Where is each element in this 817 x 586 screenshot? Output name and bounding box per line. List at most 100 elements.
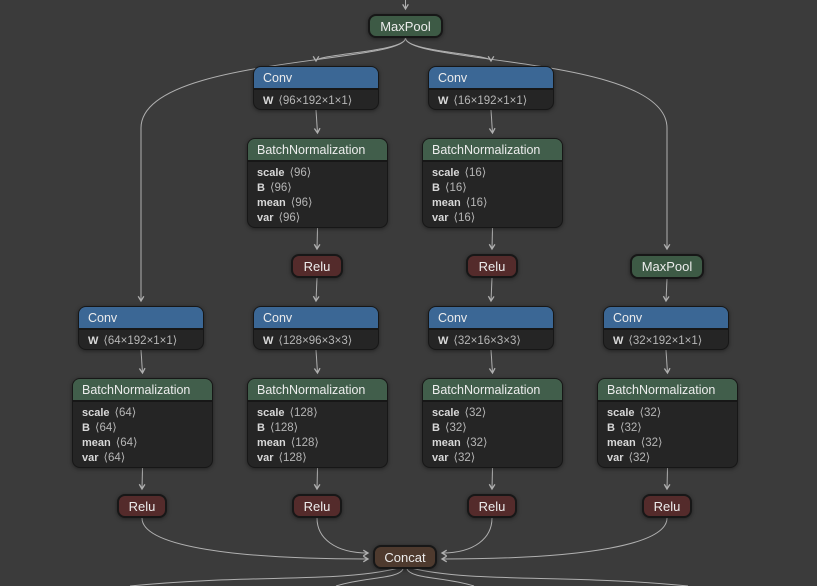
node-relu-16[interactable]: Relu xyxy=(466,254,518,278)
param-value: ⟨128⟩ xyxy=(289,407,318,419)
batchnorm-header[interactable]: BatchNormalization xyxy=(248,139,387,162)
conv-header[interactable]: Conv xyxy=(604,307,728,330)
node-title: BatchNormalization xyxy=(82,382,191,397)
edge xyxy=(316,517,370,557)
node-title: MaxPool xyxy=(380,18,431,34)
param-name: B xyxy=(257,182,265,194)
param-value: ⟨32×192×1×1⟩ xyxy=(628,335,703,347)
param-name: mean xyxy=(257,437,286,449)
node-title: Conv xyxy=(88,310,118,325)
edge xyxy=(440,517,668,563)
node-title: Relu xyxy=(128,498,156,514)
node-relu-32a[interactable]: Relu xyxy=(467,494,517,518)
edge xyxy=(488,349,496,375)
param-value: ⟨16⟩ xyxy=(464,167,487,179)
conv-header[interactable]: Conv xyxy=(79,307,203,330)
param-name: var xyxy=(432,452,449,464)
node-title: Conv xyxy=(613,310,643,325)
param-B: B ⟨32⟩ xyxy=(607,421,728,436)
conv-header[interactable]: Conv xyxy=(254,307,378,330)
param-value: ⟨16⟩ xyxy=(453,212,476,224)
edge xyxy=(488,227,496,251)
param-name: W xyxy=(613,335,624,347)
param-value: ⟨32⟩ xyxy=(464,407,487,419)
node-concat[interactable]: Concat xyxy=(373,545,437,569)
param-scale: scale ⟨16⟩ xyxy=(432,166,553,181)
param-name: var xyxy=(432,212,449,224)
node-maxpool-top[interactable]: MaxPool xyxy=(368,14,443,38)
node-title: Concat xyxy=(384,549,426,565)
param-value: ⟨96⟩ xyxy=(278,212,301,224)
edge xyxy=(663,467,671,491)
node-title: BatchNormalization xyxy=(257,382,366,397)
param-value: ⟨32⟩ xyxy=(619,422,642,434)
node-params: W ⟨32×192×1×1⟩ xyxy=(604,330,728,349)
edge xyxy=(410,567,689,586)
param-value: ⟨32⟩ xyxy=(444,422,467,434)
param-name: scale xyxy=(82,407,110,419)
param-var: var⟨32⟩ xyxy=(607,451,728,466)
node-maxpool-branch[interactable]: MaxPool xyxy=(630,254,704,279)
param-value: ⟨128×96×3×3⟩ xyxy=(278,335,353,347)
batchnorm-header[interactable]: BatchNormalization xyxy=(248,379,387,402)
node-params: W ⟨96×192×1×1⟩ xyxy=(254,90,378,109)
param-W: W⟨128×96×3×3⟩ xyxy=(263,334,369,349)
param-value: ⟨32×16×3×3⟩ xyxy=(453,335,521,347)
batchnorm-header[interactable]: BatchNormalization xyxy=(598,379,737,402)
param-value: ⟨64⟩ xyxy=(94,422,117,434)
node-relu-32b[interactable]: Relu xyxy=(642,494,692,518)
param-name: B xyxy=(607,422,615,434)
node-params: W⟨16×192×1×1⟩ xyxy=(429,90,553,109)
param-name: scale xyxy=(257,407,285,419)
param-name: W xyxy=(263,95,274,107)
param-scale: scale⟨32⟩ xyxy=(432,406,553,421)
param-name: B xyxy=(257,422,265,434)
edge xyxy=(313,349,321,375)
param-name: W xyxy=(438,335,449,347)
batchnorm-header[interactable]: BatchNormalization xyxy=(423,139,562,162)
param-name: scale xyxy=(432,167,460,179)
conv-header[interactable]: Conv xyxy=(254,67,378,90)
param-name: var xyxy=(607,452,624,464)
conv-header[interactable]: Conv xyxy=(429,307,553,330)
param-value: ⟨64⟩ xyxy=(115,437,138,449)
batchnorm-header[interactable]: BatchNormalization xyxy=(423,379,562,402)
conv-header[interactable]: Conv xyxy=(429,67,553,90)
param-W: W⟨64×192×1×1⟩ xyxy=(88,334,194,349)
edge xyxy=(488,467,496,491)
param-var: var ⟨16⟩ xyxy=(432,211,553,226)
node-relu-64[interactable]: Relu xyxy=(117,494,167,518)
node-params: W ⟨32×16×3×3⟩ xyxy=(429,330,553,349)
node-params: scale⟨32⟩B⟨32⟩mean⟨32⟩var⟨32⟩ xyxy=(598,402,737,466)
param-name: B xyxy=(82,422,90,434)
param-mean: mean ⟨128⟩ xyxy=(257,436,378,451)
param-value: ⟨96×192×1×1⟩ xyxy=(278,95,353,107)
param-B: B ⟨64⟩ xyxy=(82,421,203,436)
param-mean: mean⟨32⟩ xyxy=(607,436,728,451)
node-relu-96[interactable]: Relu xyxy=(291,254,343,278)
param-value: ⟨32⟩ xyxy=(639,407,662,419)
node-params: scale⟨32⟩B⟨32⟩mean⟨32⟩var⟨32⟩ xyxy=(423,402,562,466)
edge xyxy=(440,517,493,557)
node-relu-128[interactable]: Relu xyxy=(292,494,342,518)
param-value: ⟨16⟩ xyxy=(444,182,467,194)
param-name: B xyxy=(432,182,440,194)
param-var: var⟨32⟩ xyxy=(432,451,553,466)
param-W: W⟨16×192×1×1⟩ xyxy=(438,94,544,109)
batchnorm-header[interactable]: BatchNormalization xyxy=(73,379,212,402)
param-value: ⟨128⟩ xyxy=(290,437,319,449)
param-name: mean xyxy=(432,437,461,449)
